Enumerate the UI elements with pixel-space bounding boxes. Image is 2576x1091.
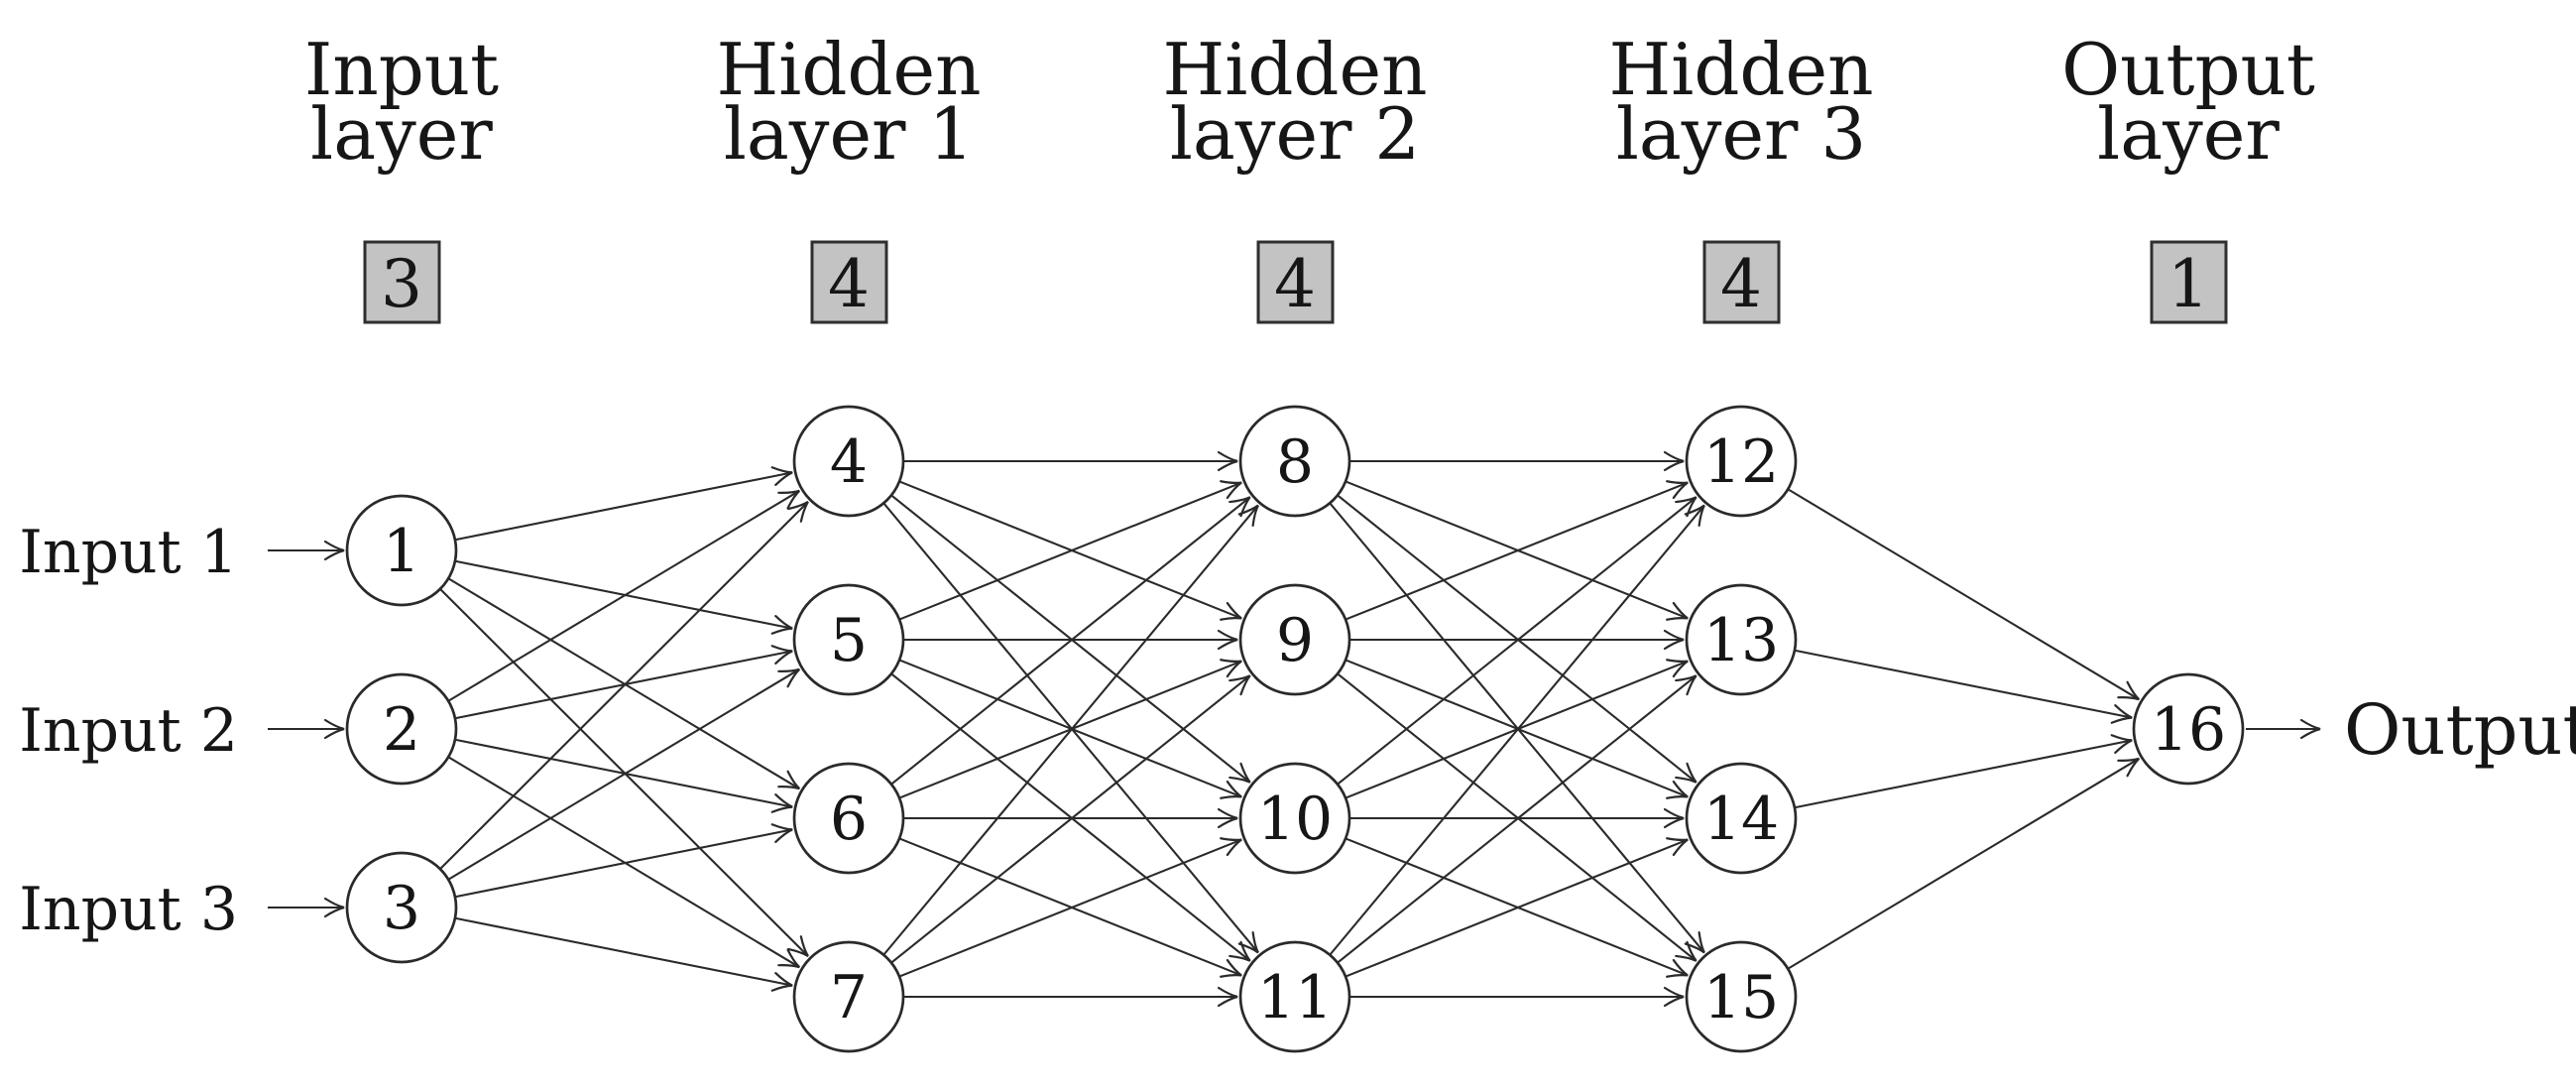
node-circle-5 <box>792 583 905 696</box>
node-circle-15 <box>1685 940 1798 1053</box>
edge-13-16 <box>1794 649 2133 724</box>
node-circle-16 <box>2132 672 2245 786</box>
edge-11-12 <box>1329 504 1705 956</box>
node-circle-11 <box>1238 940 1351 1053</box>
edge-11-14 <box>1345 837 1689 978</box>
node-circle-2 <box>345 672 458 786</box>
edge-12-16 <box>1787 488 2141 701</box>
count-box-hidden-layer-1 <box>810 240 888 324</box>
node-circle-4 <box>792 405 905 518</box>
count-value-hidden-layer-1: 4 <box>828 246 870 322</box>
edge-6-8 <box>890 496 1251 786</box>
edge-7-8 <box>882 504 1259 956</box>
node-number-16: 16 <box>2151 695 2226 765</box>
count-value-input-layer: 3 <box>381 246 422 322</box>
node-number-1: 1 <box>383 517 420 586</box>
node-circle-6 <box>792 762 905 875</box>
node-number-11: 11 <box>1257 963 1333 1032</box>
edge-10-12 <box>1337 496 1698 786</box>
node-number-13: 13 <box>1703 606 1779 675</box>
count-box-input-layer <box>363 240 441 324</box>
count-box-output-layer <box>2150 240 2228 324</box>
count-box-hidden-layer-2 <box>1256 240 1335 324</box>
count-value-output-layer: 1 <box>2167 246 2209 322</box>
input-label-3: Input 3 <box>19 875 238 944</box>
node-number-4: 4 <box>830 427 868 497</box>
layer-title-line2-hidden-layer-1: layer 1 <box>724 92 974 176</box>
node-number-3: 3 <box>383 874 420 943</box>
node-number-7: 7 <box>830 963 868 1032</box>
node-circle-7 <box>792 940 905 1053</box>
edge-2-4 <box>447 489 801 702</box>
node-circle-14 <box>1685 762 1798 875</box>
node-circle-9 <box>1238 583 1351 696</box>
node-number-12: 12 <box>1703 427 1779 497</box>
layer-title-line1-output-layer: Output <box>2061 28 2315 111</box>
node-number-9: 9 <box>1276 606 1314 675</box>
node-number-8: 8 <box>1276 427 1314 497</box>
output-label: Output <box>2344 689 2576 771</box>
edges-group <box>268 450 2321 1008</box>
layer-title-line1-hidden-layer-1: Hidden <box>717 28 982 111</box>
edge-3-6 <box>454 823 793 899</box>
node-number-6: 6 <box>830 785 868 854</box>
node-circle-10 <box>1238 762 1351 875</box>
node-number-2: 2 <box>383 695 420 765</box>
node-number-15: 15 <box>1703 963 1779 1032</box>
node-number-10: 10 <box>1257 785 1333 854</box>
edge-1-4 <box>454 466 793 542</box>
node-circle-3 <box>345 851 458 964</box>
count-box-hidden-layer-3 <box>1702 240 1781 324</box>
edge-5-8 <box>898 480 1242 621</box>
layer-title-line1-hidden-layer-3: Hidden <box>1609 28 1874 111</box>
layer-title-line2-hidden-layer-2: layer 2 <box>1170 92 1420 176</box>
edge-3-4 <box>439 501 809 870</box>
node-number-14: 14 <box>1703 785 1779 854</box>
node-circle-13 <box>1685 583 1798 696</box>
node-circle-12 <box>1685 405 1798 518</box>
count-value-hidden-layer-3: 4 <box>1720 246 1762 322</box>
edge-3-7 <box>454 916 793 992</box>
edge-9-12 <box>1345 480 1689 621</box>
node-circle-1 <box>345 494 458 607</box>
layer-title-line1-input-layer: Input <box>304 28 499 111</box>
layer-title-line2-output-layer: layer <box>2097 92 2280 176</box>
layer-title-line2-hidden-layer-3: layer 3 <box>1616 92 1866 176</box>
edge-3-5 <box>447 667 801 881</box>
edge-15-16 <box>1787 757 2141 970</box>
edge-14-16 <box>1794 734 2133 809</box>
edge-11-13 <box>1337 674 1698 964</box>
node-circle-8 <box>1238 405 1351 518</box>
input-label-1: Input 1 <box>19 518 238 587</box>
input-label-2: Input 2 <box>19 696 238 766</box>
node-number-5: 5 <box>830 606 868 675</box>
edge-7-10 <box>898 837 1242 978</box>
layer-title-line1-hidden-layer-2: Hidden <box>1163 28 1428 111</box>
count-value-hidden-layer-2: 4 <box>1274 246 1316 322</box>
layer-title-line2-input-layer: layer <box>310 92 493 176</box>
edge-7-9 <box>890 674 1251 964</box>
